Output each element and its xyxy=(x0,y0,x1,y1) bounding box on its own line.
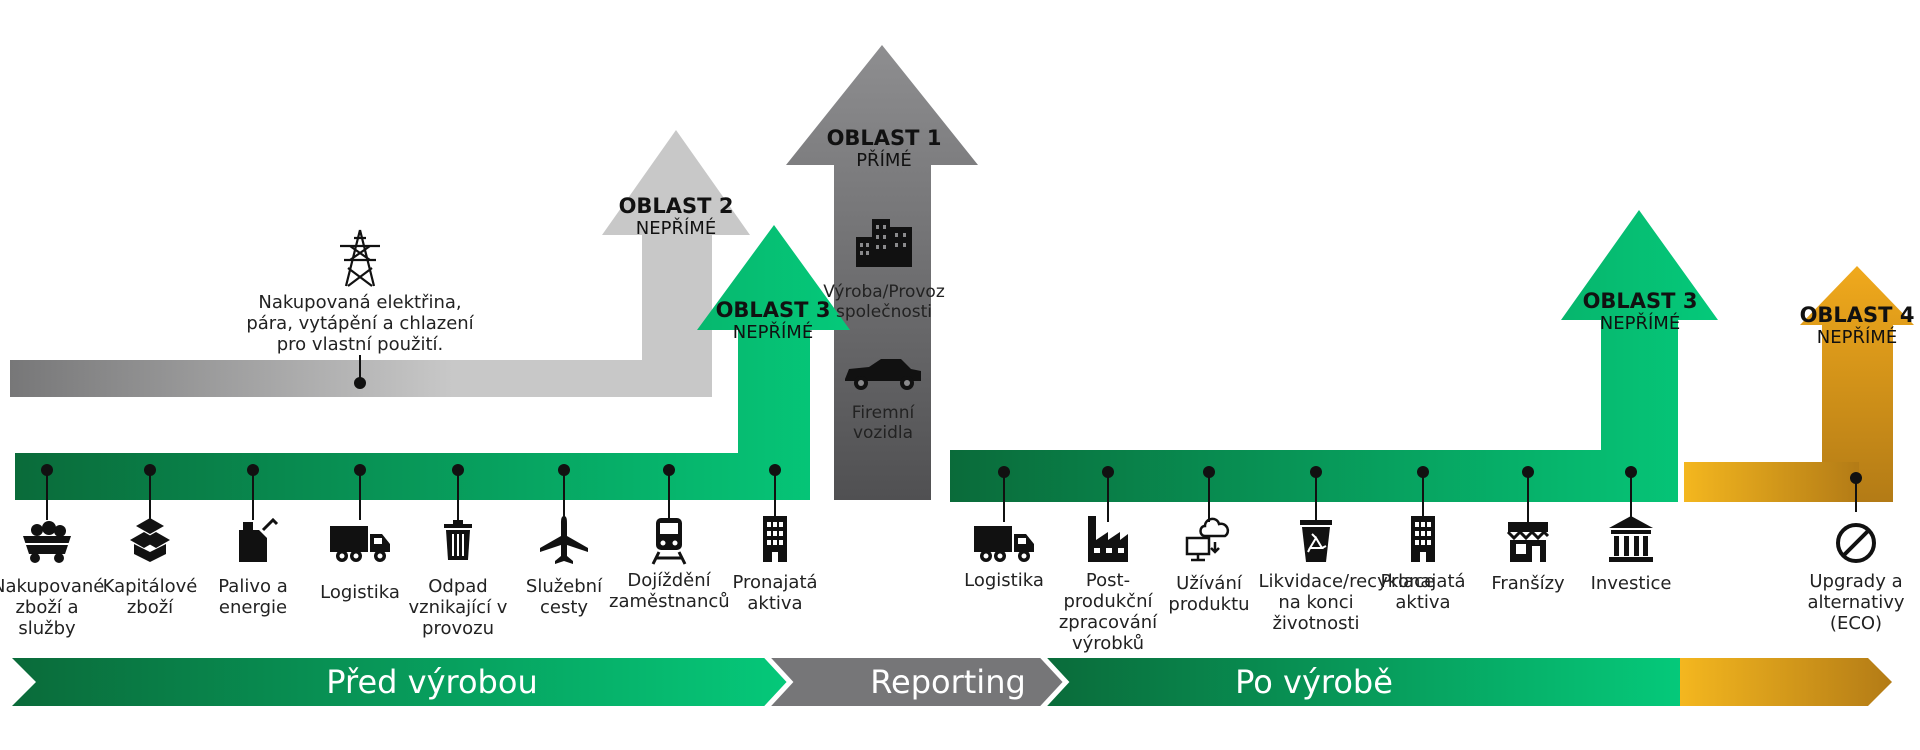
bank-icon xyxy=(1609,516,1653,562)
boxes-icon xyxy=(130,518,170,562)
pin-dot xyxy=(41,464,53,476)
scope1-label: OBLAST 1 PŘÍMÉ xyxy=(827,126,942,171)
scope1-title: OBLAST 1 xyxy=(826,126,942,150)
pin-dot xyxy=(1102,466,1114,478)
upstream-item-label: Dojíždění zaměstnanců xyxy=(609,570,730,612)
scope3-upstream-title: OBLAST 3 xyxy=(715,298,831,322)
connector-pins xyxy=(41,464,1862,522)
scope1-subtitle: PŘÍMÉ xyxy=(856,150,912,171)
scope2-label: OBLAST 2 NEPŘÍMÉ xyxy=(619,194,734,239)
airplane-icon xyxy=(540,516,588,564)
upstream-item-label: Nakupované zboží a služby xyxy=(0,576,105,639)
pin-dot xyxy=(663,464,675,476)
trash-icon xyxy=(444,520,472,560)
fuel-can-icon xyxy=(239,517,279,562)
downstream-item-label: Investice xyxy=(1590,573,1672,594)
company-item-vehicles: Firemní vozidla xyxy=(851,403,915,443)
scope2-title: OBLAST 2 xyxy=(618,194,734,218)
pin-dot xyxy=(354,464,366,476)
downstream-item-label: Post-produkční zpracování výrobků xyxy=(1058,570,1158,654)
upstream-item-label: Pronajatá aktiva xyxy=(732,572,818,614)
downstream-green-arrow xyxy=(950,210,1718,502)
company-item-operations: Výroba/Provoz společnosti xyxy=(823,282,945,322)
pin-dot xyxy=(1310,466,1322,478)
scope4-subtitle: NEPŘÍMÉ xyxy=(1816,327,1898,348)
downstream-item-label: Likvidace/recyklace na konci životnosti xyxy=(1258,571,1436,634)
band-after-label: Po výrobě xyxy=(1235,663,1393,701)
scope3-downstream-title: OBLAST 3 xyxy=(1582,289,1698,313)
band-separator xyxy=(1038,652,1070,712)
pin-dot xyxy=(998,466,1010,478)
downstream-item-label: Franšízy xyxy=(1491,573,1565,594)
pin-dot xyxy=(247,464,259,476)
storefront-icon xyxy=(1506,522,1550,562)
scope4-gold-arrow xyxy=(1684,266,1914,502)
pin-dot xyxy=(452,464,464,476)
band-eco-shape xyxy=(1680,658,1892,706)
factory-icon xyxy=(1088,516,1128,562)
ban-icon xyxy=(1836,523,1876,563)
pin-dot xyxy=(1850,472,1862,484)
scope3-downstream-subtitle: NEPŘÍMÉ xyxy=(1599,313,1681,334)
pin-dot xyxy=(1522,466,1534,478)
car-icon xyxy=(845,359,921,390)
scope2-gray-arrow xyxy=(10,130,750,397)
band-after-shape xyxy=(1044,658,1680,706)
category-icons xyxy=(19,516,1876,565)
pin-dot xyxy=(1203,466,1215,478)
band-separator xyxy=(762,652,794,712)
mine-cart-icon xyxy=(19,521,75,563)
pin-dot xyxy=(1417,466,1429,478)
scope3-upstream-label: OBLAST 3 NEPŘÍMÉ xyxy=(716,298,831,343)
scope4-label: OBLAST 4 NEPŘÍMÉ xyxy=(1800,303,1915,348)
scope3-downstream-label: OBLAST 3 NEPŘÍMÉ xyxy=(1583,289,1698,334)
pin-dot xyxy=(769,464,781,476)
downstream-item-label: Logistika xyxy=(964,570,1044,591)
computer-cloud-icon xyxy=(1185,517,1230,562)
upstream-item-label: Palivo a energie xyxy=(218,576,288,618)
scope3-upstream-subtitle: NEPŘÍMÉ xyxy=(732,322,814,343)
downstream-item-label: Pronajatá aktiva xyxy=(1380,571,1466,613)
upstream-item-label: Logistika xyxy=(320,582,400,603)
scope1-dark-arrow xyxy=(786,45,978,500)
upstream-item-label: Kapitálové zboží xyxy=(102,576,198,618)
scope2-subtitle: NEPŘÍMÉ xyxy=(635,218,717,239)
building-icon xyxy=(763,516,787,562)
pin-dot xyxy=(354,377,366,389)
scope4-gold-flow xyxy=(1684,462,1859,502)
band-reporting-shape xyxy=(768,658,1068,706)
upstream-green-arrow xyxy=(15,225,850,500)
truck-icon xyxy=(330,526,390,562)
downstream-item-label: Užívání produktu xyxy=(1168,573,1250,615)
pin-dot xyxy=(1625,466,1637,478)
band-reporting-label: Reporting xyxy=(870,663,1026,701)
electricity-label: Nakupovaná elektřina, pára, vytápění a c… xyxy=(246,292,474,355)
upstream-item-label: Odpad vznikající v provozu xyxy=(408,576,508,639)
truck-icon xyxy=(974,526,1034,562)
buildings-icon xyxy=(856,219,912,267)
upstream-item-label: Služební cesty xyxy=(525,576,603,618)
building-icon xyxy=(1411,516,1435,562)
band-before-shape xyxy=(12,658,792,706)
eco-item-label: Upgrady a alternativy (ECO) xyxy=(1807,571,1905,634)
train-icon xyxy=(651,518,687,565)
recycle-bin-icon xyxy=(1300,520,1332,562)
pin-dot xyxy=(558,464,570,476)
scope4-title: OBLAST 4 xyxy=(1799,303,1915,327)
band-before-label: Před výrobou xyxy=(326,663,538,701)
transmission-tower-icon xyxy=(340,229,380,287)
pin-dot xyxy=(144,464,156,476)
